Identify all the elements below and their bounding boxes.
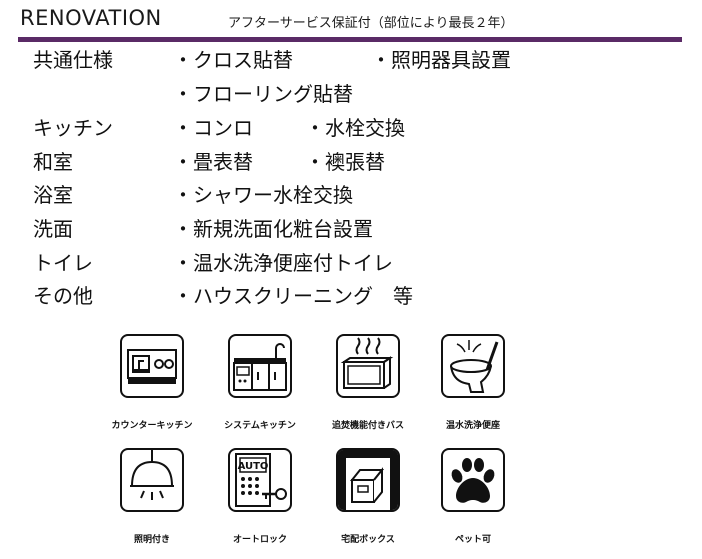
spec-item-stove: ・コンロ (173, 116, 253, 140)
feature-label-auto-lock: オートロック (232, 535, 287, 545)
feature-tile-counter-kitchen (120, 334, 184, 398)
feature-tile-pet (441, 448, 505, 512)
spec-label-common: 共通仕様 (33, 48, 113, 72)
system-kitchen-icon (233, 343, 287, 391)
spec-label-kitchen: キッチン (33, 116, 113, 140)
feature-label-delivery-box: 宅配ボックス (341, 535, 395, 545)
ceiling-light-icon (130, 450, 174, 500)
auto-lock-icon-text: AUTO (238, 461, 269, 472)
spec-item-washlet: ・温水洗浄便座付トイレ (173, 251, 393, 275)
feature-tile-delivery-box (336, 448, 400, 512)
spec-item-cleaning: ・ハウスクリーニング 等 (173, 284, 413, 308)
header-rule (18, 37, 682, 42)
spec-item-tatami: ・畳表替 (173, 150, 253, 174)
feature-label-system-kitchen: システムキッチン (224, 421, 296, 431)
spec-item-shower: ・シャワー水栓交換 (173, 183, 353, 207)
spec-item-vanity: ・新規洗面化粧台設置 (173, 217, 373, 241)
feature-tile-reheat-bath (336, 334, 400, 398)
paw-icon (451, 458, 495, 503)
spec-item-fusuma: ・襖張替 (305, 150, 385, 174)
spec-label-toilet: トイレ (33, 251, 93, 275)
feature-label-ceiling-light: 照明付き (133, 535, 170, 545)
delivery-box-icon (338, 450, 398, 510)
feature-label-pet: ペット可 (454, 535, 491, 545)
washlet-toilet-icon (450, 340, 499, 393)
spec-item-faucet: ・水栓交換 (305, 116, 405, 140)
spec-item-flooring: ・フローリング貼替 (173, 82, 353, 106)
counter-kitchen-icon (127, 349, 177, 384)
spec-label-bath: 浴室 (33, 183, 73, 207)
renovation-title: RENOVATION (20, 6, 162, 30)
feature-label-counter-kitchen: カウンターキッチン (111, 421, 193, 431)
auto-lock-icon: AUTO (235, 453, 287, 507)
spec-item-lighting: ・照明器具設置 (371, 48, 511, 72)
reheat-bath-icon (340, 337, 394, 389)
spec-label-other: その他 (33, 284, 93, 308)
feature-label-washlet: 温水洗浄便座 (445, 421, 500, 431)
spec-label-washroom: 洗面 (33, 217, 73, 241)
spec-label-washitsu: 和室 (33, 150, 73, 174)
feature-tile-ceiling-light (120, 448, 184, 512)
feature-tile-washlet (441, 334, 505, 398)
feature-label-reheat-bath: 追焚機能付きバス (331, 421, 404, 431)
spec-item-cloth: ・クロス貼替 (173, 48, 293, 72)
feature-tile-system-kitchen (228, 334, 292, 398)
feature-tile-auto-lock: AUTO (228, 448, 292, 512)
warranty-subtitle: アフターサービス保証付（部位により最長２年） (228, 16, 514, 31)
